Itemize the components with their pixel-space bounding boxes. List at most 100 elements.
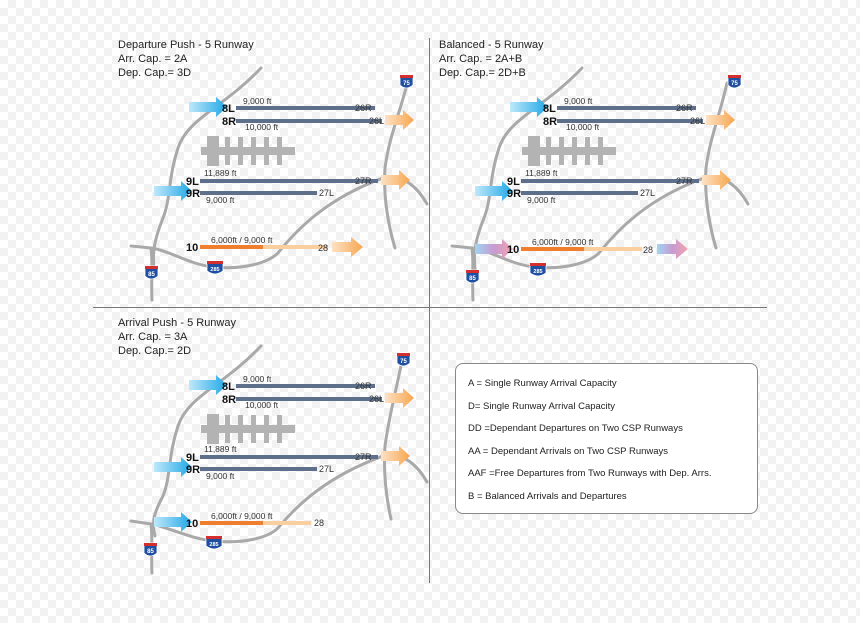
balanced-arrow-10 xyxy=(475,239,513,259)
runway-9r-label: 9R xyxy=(186,188,200,200)
arrival-capacity: Arr. Cap. = 2A xyxy=(118,53,188,65)
runway-8r-label: 8R xyxy=(543,116,557,128)
runway-28-label: 28 xyxy=(318,243,328,253)
runway-9l-label: 9L xyxy=(507,176,520,188)
runway-9l-length: 11,889 ft xyxy=(204,444,237,454)
concourse xyxy=(264,137,269,165)
departure-arrow-26l xyxy=(385,110,414,130)
interstate-285-shield-icon: 285 xyxy=(206,260,224,275)
departure-capacity: Dep. Cap.= 3D xyxy=(118,67,192,79)
runway-27l-label: 27L xyxy=(319,464,334,474)
arrival-arrow-8l xyxy=(189,97,227,117)
arrival-arrow-8l xyxy=(510,97,548,117)
runway-10-label: 10 xyxy=(186,242,198,254)
runway-8r-length: 10,000 ft xyxy=(245,400,279,410)
departure-arrow-26l xyxy=(385,388,414,408)
departure-arrow-28 xyxy=(332,237,363,257)
departure-arrow-27r xyxy=(702,170,731,190)
panel-title-block: Arrival Push - 5 Runway Arr. Cap. = 3A D… xyxy=(118,316,236,358)
concourse xyxy=(225,415,230,443)
runway-26r-label: 26R xyxy=(355,103,372,113)
runway-9r-length: 9,000 ft xyxy=(206,195,235,205)
concourse xyxy=(238,137,243,165)
runway-26r-label: 26R xyxy=(676,103,693,113)
interstate-85-shield-icon: 85 xyxy=(143,542,158,557)
interstate-285-shield-icon: 285 xyxy=(205,535,223,550)
legend-item: AAF =Free Departures from Two Runways wi… xyxy=(468,468,712,479)
concourse xyxy=(559,137,564,165)
concourse xyxy=(238,415,243,443)
runway-27r-label: 27R xyxy=(676,176,693,186)
balanced-arrow-28 xyxy=(657,239,688,259)
legend-item: AA = Dependant Arrivals on Two CSP Runwa… xyxy=(468,445,669,457)
runway-8l-length: 9,000 ft xyxy=(243,374,272,384)
runway-8r-label: 8R xyxy=(222,116,236,128)
arrival-arrow-9r xyxy=(154,457,192,477)
terminal-main-building xyxy=(207,414,219,444)
svg-text:285: 285 xyxy=(209,542,218,548)
runway-27r-label: 27R xyxy=(355,452,372,462)
concourse xyxy=(225,137,230,165)
legend-item: DD =Dependant Departures on Two CSP Runw… xyxy=(468,423,683,434)
runway-8l-length: 9,000 ft xyxy=(564,96,593,106)
runway-8r-length: 10,000 ft xyxy=(566,122,600,132)
runway-8l-label: 8L xyxy=(222,381,235,393)
legend-item: A = Single Runway Arrival Capacity xyxy=(468,378,617,389)
airport-map: 8L 8R 9L 9R 10 9,000 ft 10,000 ft 11,889… xyxy=(129,66,429,302)
runway-28-label: 28 xyxy=(314,518,324,528)
runway-27l-label: 27L xyxy=(319,188,334,198)
runway-9l-label: 9L xyxy=(186,452,199,464)
runway-27l-label: 27L xyxy=(640,188,655,198)
svg-text:75: 75 xyxy=(400,359,407,365)
svg-text:85: 85 xyxy=(469,276,476,282)
panel-title: Departure Push - 5 Runway xyxy=(118,39,254,51)
panel-title: Balanced - 5 Runway xyxy=(439,39,544,51)
runway-8l-label: 8L xyxy=(543,103,556,115)
terminal-complex xyxy=(201,136,295,166)
arrival-arrow-8l xyxy=(189,375,227,395)
runway-10-length: 6,000ft / 9,000 ft xyxy=(211,235,273,245)
arrival-arrow-9r xyxy=(154,181,192,201)
arrival-arrow-10 xyxy=(154,512,192,532)
concourse xyxy=(546,137,551,165)
departure-arrow-26l xyxy=(706,110,735,130)
airport-map: 8L 8R 9L 9R 10 9,000 ft 10,000 ft 11,889… xyxy=(450,66,750,302)
departure-arrow-27r xyxy=(381,170,410,190)
panel-departure-push: Departure Push - 5 Runway Arr. Cap. = 2A… xyxy=(93,38,433,308)
concourse xyxy=(598,137,603,165)
arrival-arrow-9r xyxy=(475,181,513,201)
svg-text:75: 75 xyxy=(403,81,410,87)
runway-9r-length: 9,000 ft xyxy=(527,195,556,205)
runway-8l-length: 9,000 ft xyxy=(243,96,272,106)
runway-26l-label: 26L xyxy=(690,116,705,126)
runway-10-label: 10 xyxy=(186,518,198,530)
departure-capacity: Dep. Cap.= 2D+B xyxy=(439,67,526,79)
runway-10-label: 10 xyxy=(507,244,519,256)
road-i75 xyxy=(383,86,408,250)
departure-capacity: Dep. Cap.= 2D xyxy=(118,345,192,357)
svg-text:285: 285 xyxy=(210,267,219,273)
terminal-complex xyxy=(522,136,616,166)
svg-text:75: 75 xyxy=(731,81,738,87)
runway-9r-label: 9R xyxy=(507,188,521,200)
vertical-divider xyxy=(429,38,430,583)
interstate-85-shield-icon: 85 xyxy=(465,269,480,284)
interstate-75-shield-icon: 75 xyxy=(396,352,411,367)
panel-title-block: Departure Push - 5 Runway Arr. Cap. = 2A… xyxy=(118,38,254,80)
svg-text:285: 285 xyxy=(533,269,542,275)
interstate-85-shield-icon: 85 xyxy=(144,265,159,280)
panel-balanced: Balanced - 5 Runway Arr. Cap. = 2A+B Dep… xyxy=(414,38,754,308)
svg-text:85: 85 xyxy=(147,549,154,555)
panel-title: Arrival Push - 5 Runway xyxy=(118,317,236,329)
runway-26l-label: 26L xyxy=(369,116,384,126)
legend-item: D= Single Runway Arrival Capacity xyxy=(468,400,616,412)
interstate-285-shield-icon: 285 xyxy=(529,262,547,277)
runway-8r-length: 10,000 ft xyxy=(245,122,279,132)
legend-item: B = Balanced Arrivals and Departures xyxy=(468,490,627,502)
runway-28-label: 28 xyxy=(643,245,653,255)
airport-map: 8L 8R 9L 9R 10 9,000 ft 10,000 ft 11,889… xyxy=(129,344,429,575)
concourse xyxy=(277,415,282,443)
runway-10-length: 6,000ft / 9,000 ft xyxy=(532,237,594,247)
concourse xyxy=(572,137,577,165)
concourse xyxy=(251,137,256,165)
